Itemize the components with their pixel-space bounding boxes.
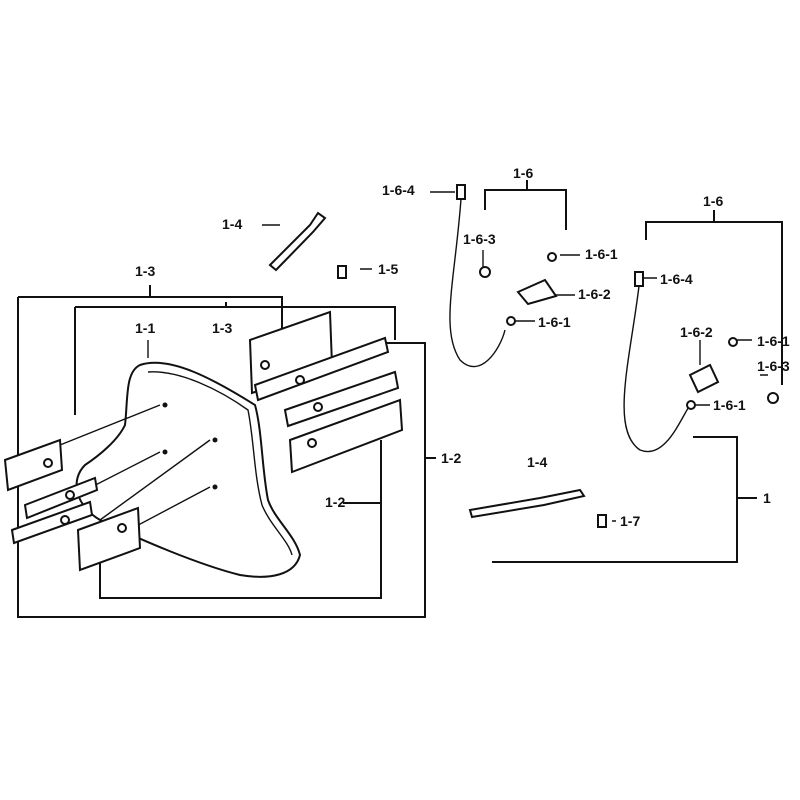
label-1-6-2: 1-6-2: [578, 286, 611, 302]
label-1-6-4: 1-6-4: [382, 182, 415, 198]
label-1-6-1: 1-6-1: [757, 333, 790, 349]
leader-lines: [17, 180, 783, 618]
label-1-6: 1-6: [703, 193, 723, 209]
label-1-6: 1-6: [513, 165, 533, 181]
label-1-6-1: 1-6-1: [538, 314, 571, 330]
label-1-4: 1-4: [527, 454, 547, 470]
label-1-6-3: 1-6-3: [757, 358, 790, 374]
label-1-6-1: 1-6-1: [585, 246, 618, 262]
label-1: 1: [763, 490, 771, 506]
label-1-2: 1-2: [325, 494, 345, 510]
label-1-7: 1-7: [620, 513, 640, 529]
label-1-3: 1-3: [135, 263, 155, 279]
mounting-plates: [3, 310, 404, 572]
label-1-6-3: 1-6-3: [463, 231, 496, 247]
callout-labels: 1-6-4 1-6 1-4 1-6-3 1-6-1 1-5 1-6-2 1-6-…: [135, 165, 790, 529]
label-1-6-4: 1-6-4: [660, 271, 693, 287]
label-1-3: 1-3: [212, 320, 232, 336]
label-1-1: 1-1: [135, 320, 155, 336]
label-1-2: 1-2: [441, 450, 461, 466]
label-1-5: 1-5: [378, 261, 398, 277]
cables: [268, 184, 779, 528]
label-1-6-2: 1-6-2: [680, 324, 713, 340]
label-1-6-1: 1-6-1: [713, 397, 746, 413]
label-1-4: 1-4: [222, 216, 242, 232]
